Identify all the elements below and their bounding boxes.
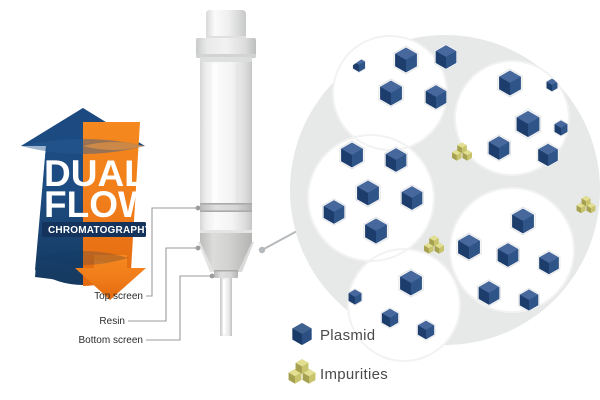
chromatography-column <box>196 10 256 336</box>
callout-label-top-screen: Top screen <box>94 291 143 302</box>
leader-line-resin <box>128 247 197 322</box>
callout-dot-bottom-screen <box>209 273 215 279</box>
legend: Plasmid Impurities <box>289 323 388 384</box>
logo-down-arrow-orange <box>75 122 146 300</box>
column-barrel <box>200 57 252 208</box>
leader-line-top-screen <box>146 207 197 297</box>
cube-cluster-icon <box>289 359 316 383</box>
column-collar <box>196 38 256 58</box>
logo-line-1: DUAL <box>44 153 147 194</box>
legend-label-impurities: Impurities <box>320 366 388 383</box>
callout-dots <box>195 205 215 279</box>
column-bottom-screen <box>214 270 238 278</box>
callout-dot-top-screen <box>195 205 201 211</box>
resin-bead-magnification <box>290 35 600 362</box>
legend-item-impurities: Impurities <box>289 359 388 383</box>
legend-label-plasmid: Plasmid <box>320 327 375 344</box>
dual-flow-logo: DUAL FLOW CHROMATOGRAPHY <box>21 108 153 300</box>
callout-label-resin: Resin <box>99 316 125 327</box>
callout-label-bottom-screen: Bottom screen <box>79 335 143 346</box>
logo-tagline-band <box>42 222 146 237</box>
resin-pores <box>307 35 575 362</box>
column-callout-lines <box>128 207 211 341</box>
leader-line-bottom-screen <box>146 275 211 341</box>
logo-tagline: CHROMATOGRAPHY <box>48 225 152 236</box>
callout-dot-resin <box>195 245 201 251</box>
column-resin <box>200 230 252 272</box>
column-outlet-tube <box>220 278 232 336</box>
column-top-screen <box>200 203 252 212</box>
logo-line-2: FLOW <box>44 184 153 225</box>
column-cap <box>206 10 246 38</box>
cube-icon <box>292 323 312 345</box>
legend-item-plasmid: Plasmid <box>292 323 375 345</box>
